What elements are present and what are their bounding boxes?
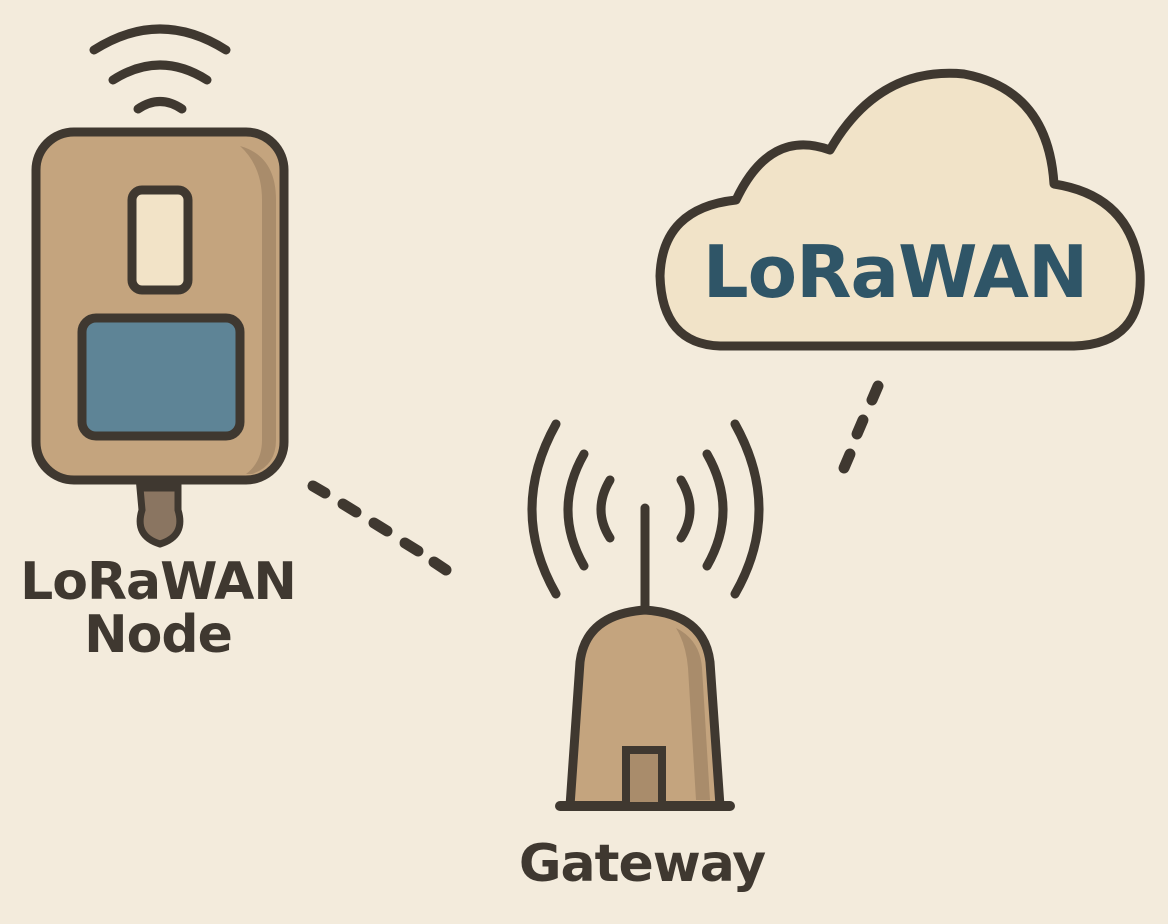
node-antenna-stub (136, 484, 184, 548)
node-gateway-link (307, 480, 452, 576)
node-wifi-icon (89, 24, 231, 114)
node-label-line1: LoRaWAN (20, 552, 297, 612)
cloud-label: LoRaWAN (702, 230, 1089, 314)
gateway-label: Gateway (518, 834, 766, 894)
gateway-door (622, 746, 666, 810)
node-label-line2: Node (84, 605, 233, 666)
gateway-cloud-link (838, 380, 884, 474)
node-screen (77, 313, 245, 441)
node-label: LoRaWAN Node (8, 552, 308, 666)
node-status-slot (127, 185, 193, 295)
cloud-icon (655, 68, 1145, 351)
gateway-icon (555, 503, 735, 811)
gateway-signal-icon (527, 419, 764, 599)
node-device-icon (31, 127, 289, 548)
